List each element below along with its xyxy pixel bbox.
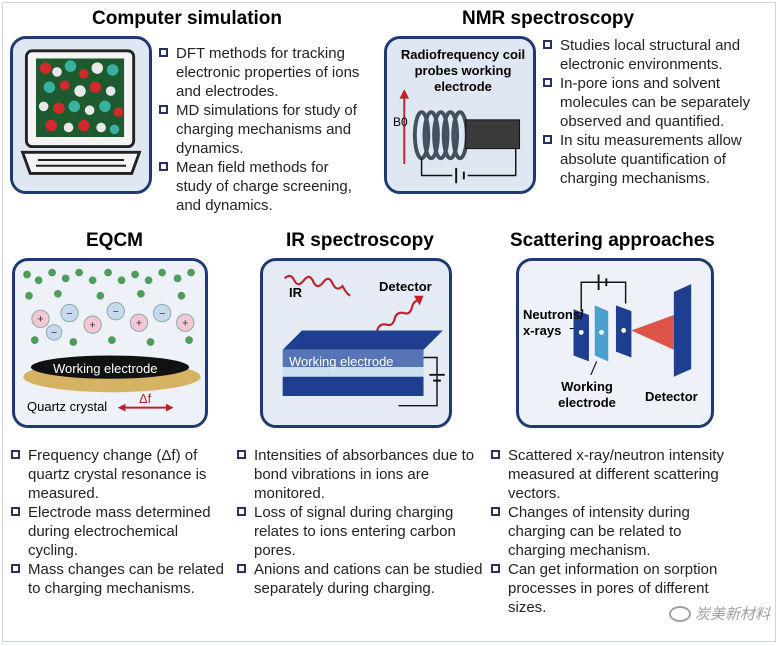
delta-f-label: Δf — [139, 391, 152, 406]
scattering-bullets: Scattered x-ray/neutron intensity measur… — [490, 446, 740, 617]
ir-panel: IR Detector Working electrode — [260, 258, 452, 428]
checkbox-bullet-icon — [543, 135, 552, 144]
scattering-panel: Neutrons/ x-rays Working electrode Detec… — [516, 258, 714, 428]
checkbox-bullet-icon — [491, 564, 500, 573]
checkbox-bullet-icon — [543, 40, 552, 49]
checkbox-bullet-icon — [11, 507, 20, 516]
list-item: In-pore ions and solvent molecules can b… — [542, 74, 768, 131]
list-item: Can get information on sorption processe… — [490, 560, 740, 617]
checkbox-bullet-icon — [491, 507, 500, 516]
nmr-panel: Radiofrequency coil probes working elect… — [384, 36, 536, 194]
eqcm-panel: +−+− +−+− Working electrode Quartz cryst… — [12, 258, 208, 428]
svg-text:−: − — [159, 308, 165, 320]
molecules-graphic — [38, 60, 124, 135]
list-item: Intensities of absorbances due to bond v… — [236, 446, 486, 503]
checkbox-bullet-icon — [159, 48, 168, 57]
scattering-title: Scattering approaches — [510, 230, 715, 251]
nmr-coil-illustration — [387, 39, 533, 191]
ion-circles-graphic — [31, 302, 195, 341]
checkbox-bullet-icon — [11, 450, 20, 459]
checkbox-bullet-icon — [159, 162, 168, 171]
list-item: Mean field methods for study of charge s… — [158, 158, 368, 215]
scattering-illustration — [519, 261, 711, 425]
list-item: Changes of intensity during charging can… — [490, 503, 740, 560]
list-item: In situ measurements allow absolute quan… — [542, 131, 768, 188]
b0-field-label: B0 — [393, 115, 408, 129]
eqcm-title: EQCM — [86, 230, 143, 251]
watermark: 炭美新材料 — [668, 603, 770, 624]
wechat-icon — [668, 605, 691, 622]
svg-text:+: + — [90, 320, 96, 332]
svg-text:+: + — [37, 314, 43, 326]
computer-simulation-bullets: DFT methods for tracking electronic prop… — [158, 44, 368, 215]
computer-simulation-panel — [10, 36, 152, 194]
checkbox-bullet-icon — [237, 564, 246, 573]
nmr-title: NMR spectroscopy — [462, 8, 635, 29]
eqcm-illustration: +−+− +−+− — [15, 261, 205, 425]
svg-text:−: − — [51, 327, 57, 339]
svg-text:−: − — [66, 308, 72, 320]
ir-bullets: Intensities of absorbances due to bond v… — [236, 446, 486, 598]
checkbox-bullet-icon — [11, 564, 20, 573]
list-item: DFT methods for tracking electronic prop… — [158, 44, 368, 101]
neutrons-xrays-label: Neutrons/ x-rays — [523, 307, 584, 338]
ir-title: IR spectroscopy — [286, 230, 434, 251]
eqcm-electrode-label: Working electrode — [53, 361, 158, 376]
computer-simulation-title: Computer simulation — [92, 8, 283, 29]
checkbox-bullet-icon — [543, 78, 552, 87]
list-item: Electrode mass determined during electro… — [10, 503, 232, 560]
ir-electrode-label: Working electrode — [289, 354, 394, 369]
list-item: Loss of signal during charging relates t… — [236, 503, 486, 560]
ir-source-label: IR — [289, 285, 302, 300]
checkbox-bullet-icon — [491, 450, 500, 459]
list-item: MD simulations for study of charging mec… — [158, 101, 368, 158]
list-item: Mass changes can be related to charging … — [10, 560, 232, 598]
nmr-coil-label: Radiofrequency coil probes working elect… — [400, 47, 526, 94]
svg-text:+: + — [136, 318, 142, 330]
checkbox-bullet-icon — [237, 450, 246, 459]
list-item: Frequency change (Δf) of quartz crystal … — [10, 446, 232, 503]
monitor-illustration — [13, 39, 149, 191]
list-item: Scattered x-ray/neutron intensity measur… — [490, 446, 740, 503]
list-item: Studies local structural and electronic … — [542, 36, 768, 74]
quartz-crystal-label: Quartz crystal — [27, 399, 108, 414]
solvent-molecules-graphic — [23, 268, 195, 346]
checkbox-bullet-icon — [159, 105, 168, 114]
nmr-bullets: Studies local structural and electronic … — [542, 36, 768, 188]
ir-illustration — [263, 261, 449, 425]
eqcm-bullets: Frequency change (Δf) of quartz crystal … — [10, 446, 232, 598]
ir-detector-label: Detector — [379, 279, 432, 294]
scattering-detector-label: Detector — [645, 389, 698, 404]
checkbox-bullet-icon — [237, 507, 246, 516]
svg-text:−: − — [113, 306, 119, 318]
list-item: Anions and cations can be studied separa… — [236, 560, 486, 598]
svg-text:+: + — [182, 318, 188, 330]
scattering-electrode-label: Working electrode — [558, 379, 616, 410]
